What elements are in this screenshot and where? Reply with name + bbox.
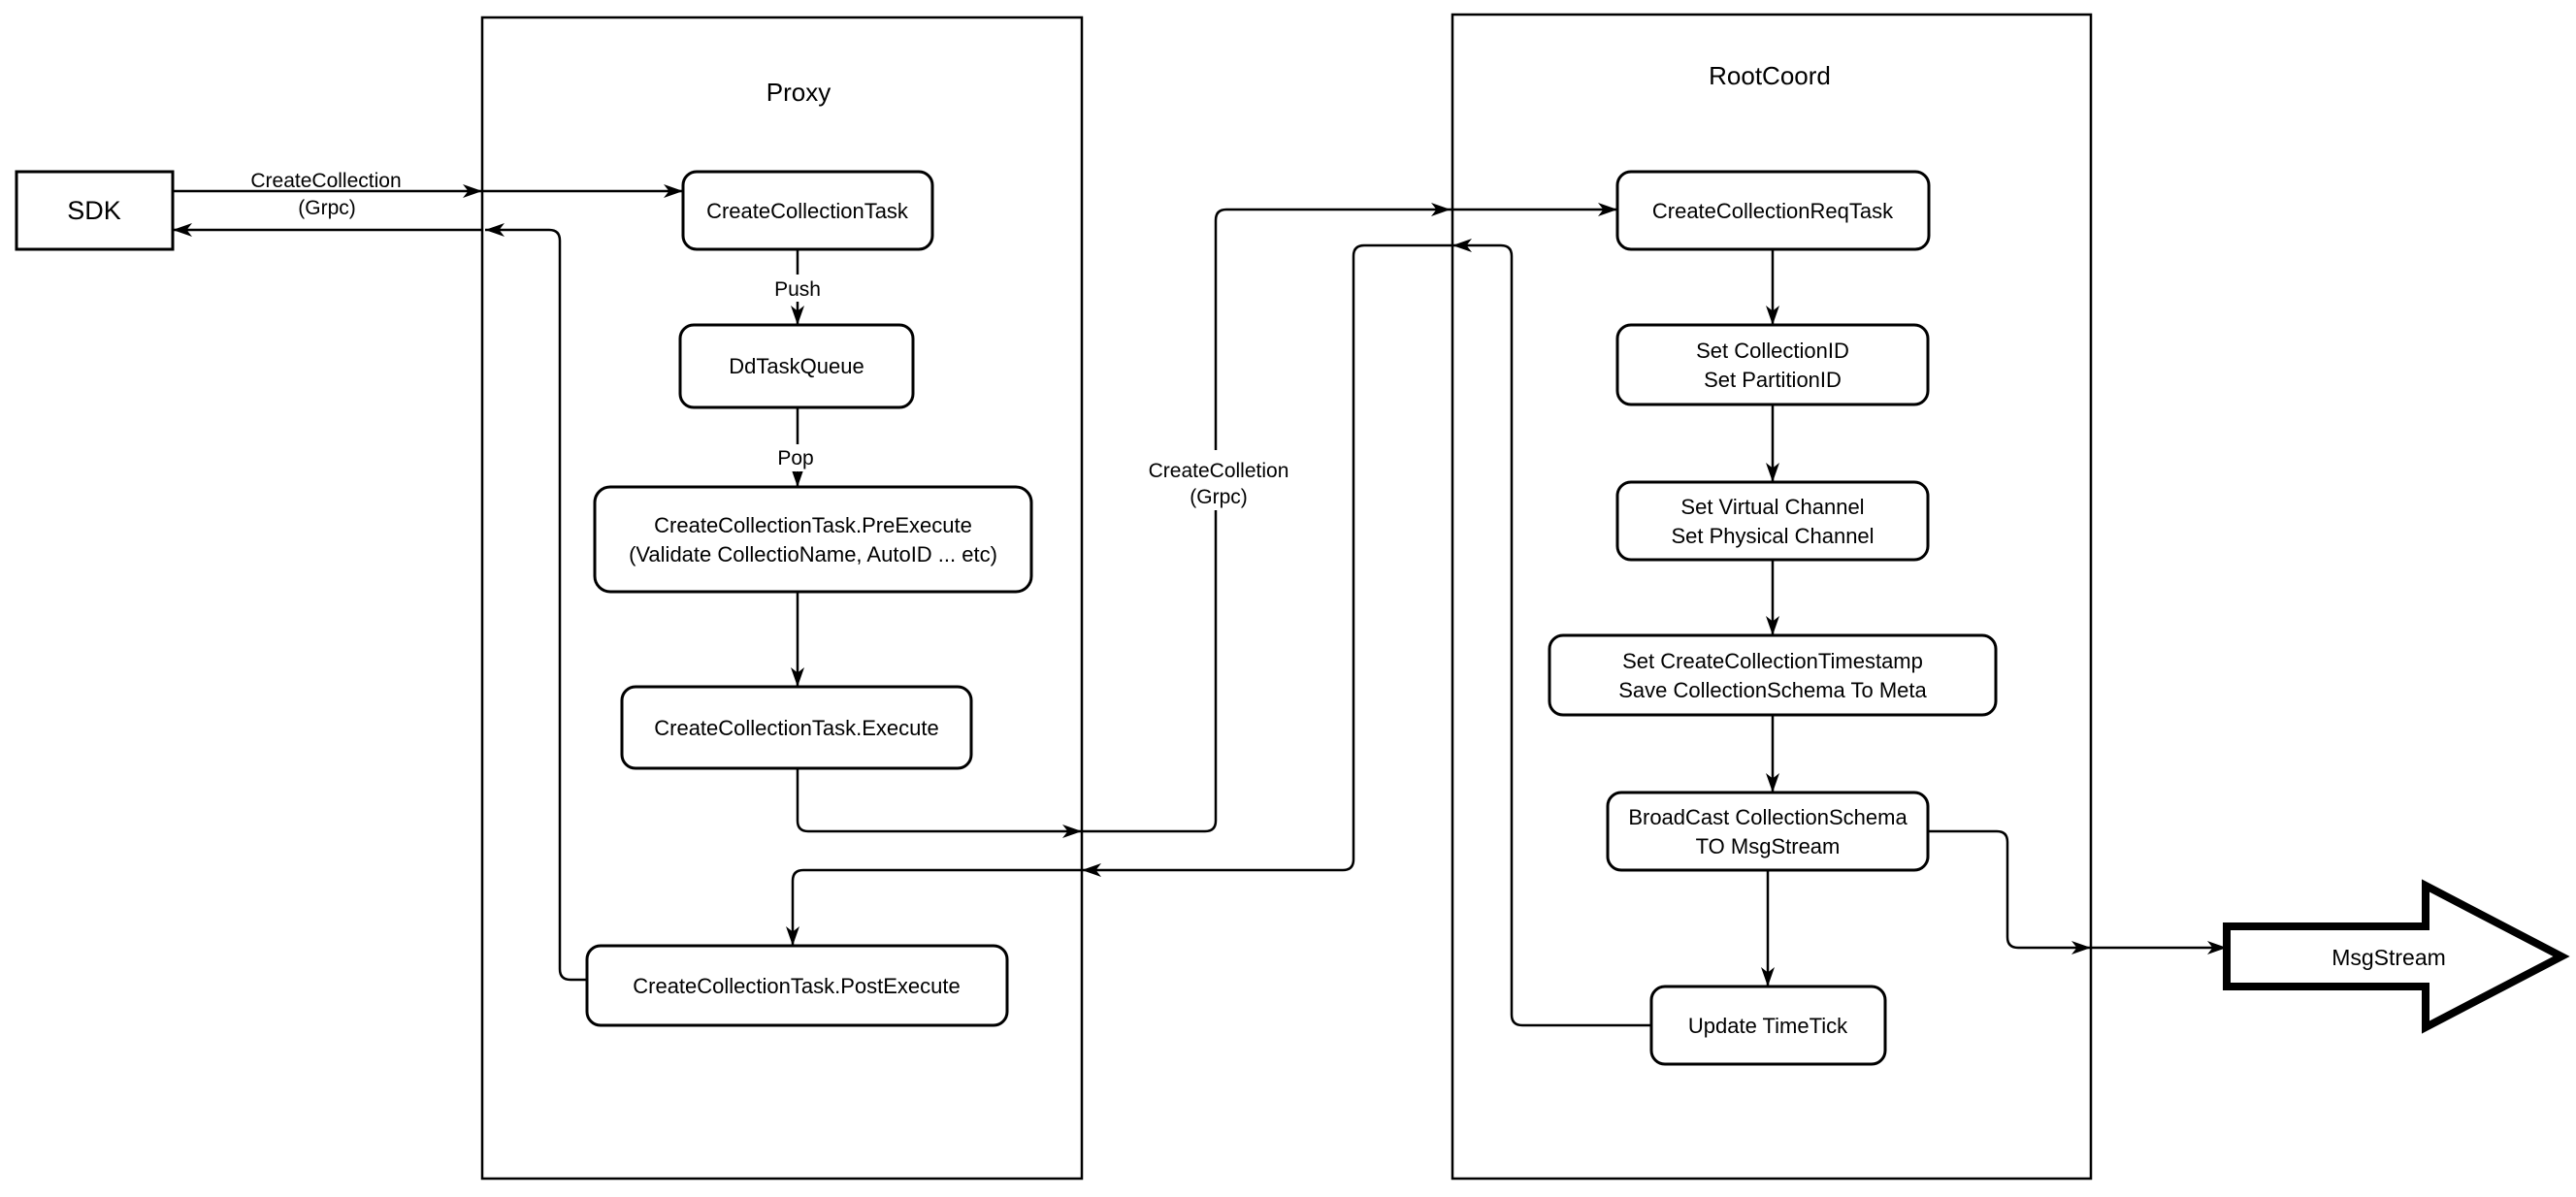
execute-box [620,685,973,770]
create-collection-task-node: CreateCollectionTask [681,170,934,251]
dd-task-queue-node: DdTaskQueue [678,323,915,409]
sdk-box [15,170,175,251]
edge-updatetimetick-to-rootcoord-border [1452,239,1651,1027]
pre-execute-box [593,485,1033,594]
edge-label-pop: Pop [777,447,813,469]
set-timestamp-label-line1: Set CreateCollectionTimestamp [1622,649,1923,673]
edge-proxy-border-to-postexecute [786,868,1082,946]
update-timetick-label: Update TimeTick [1688,1014,1848,1038]
pop-label-background [768,444,825,471]
rootcoord-container [1451,13,2093,1181]
set-timestamp-box [1548,633,1998,717]
set-ids-node: Set CollectionID Set PartitionID [1615,323,1930,406]
set-channels-box [1615,480,1930,562]
execute-node: CreateCollectionTask.Execute [620,685,973,770]
set-ids-label-line1: Set CollectionID [1696,339,1849,363]
post-execute-label: CreateCollectionTask.PostExecute [633,974,961,998]
pre-execute-label-line2: (Validate CollectioName, AutoID ... etc) [629,542,997,566]
broadcast-label-line1: BroadCast CollectionSchema [1628,805,1908,829]
proxy-container-title: Proxy [766,78,831,107]
msg-stream-arrow-shape [2223,879,2570,1034]
sdk-node: SDK [15,170,175,251]
pre-execute-node: CreateCollectionTask.PreExecute (Validat… [593,485,1033,594]
set-channels-label-line2: Set Physical Channel [1671,524,1874,548]
broadcast-label-line2: TO MsgStream [1696,834,1841,858]
pre-execute-label-line1: CreateCollectionTask.PreExecute [654,513,972,537]
create-collection-req-task-box [1615,170,1931,251]
set-channels-node: Set Virtual Channel Set Physical Channel [1615,480,1930,562]
edge-postexecute-to-proxy-border [485,223,587,982]
update-timetick-box [1649,985,1887,1066]
create-collection-req-task-label: CreateCollectionReqTask [1652,199,1894,223]
edge-label-create-collection-grpc-line2: (Grpc) [298,197,356,219]
edge-broadcast-to-rootcoord-border [1928,829,2091,954]
set-ids-box [1615,323,1930,406]
dd-task-queue-box [678,323,915,409]
edge-label-create-colletion-grpc-line2: (Grpc) [1190,486,1248,508]
post-execute-node: CreateCollectionTask.PostExecute [585,944,1009,1027]
edge-label-push: Push [774,278,821,301]
post-execute-box [585,944,1009,1027]
execute-label: CreateCollectionTask.Execute [654,716,938,740]
update-timetick-node: Update TimeTick [1649,985,1887,1066]
rootcoord-container-title: RootCoord [1709,61,1831,90]
proxy-container [480,16,1084,1181]
set-ids-label-line2: Set PartitionID [1704,368,1842,392]
edge-proxy-to-rootcoord-border [1082,203,1451,833]
broadcast-node: BroadCast CollectionSchema TO MsgStream [1606,791,1930,872]
edge-rootcoord-to-proxy-border [1082,243,1452,877]
broadcast-box [1606,791,1930,872]
set-timestamp-label-line2: Save CollectionSchema To Meta [1618,678,1927,702]
create-collection-req-task-node: CreateCollectionReqTask [1615,170,1931,251]
set-timestamp-node: Set CreateCollectionTimestamp Save Colle… [1548,633,1998,717]
sdk-label: SDK [67,196,121,225]
edge-execute-to-proxy-border [796,768,1082,838]
dd-task-queue-label: DdTaskQueue [729,354,864,378]
set-channels-label-line1: Set Virtual Channel [1680,495,1864,519]
create-collection-task-box [681,170,934,251]
create-collection-task-label: CreateCollectionTask [706,199,909,223]
msg-stream-label: MsgStream [2331,945,2446,970]
mid-grpc-label-background [1135,450,1302,510]
edge-label-create-collection-grpc-line1: CreateCollection [250,170,401,192]
msg-stream-node: MsgStream [2223,879,2570,1034]
push-label-background [766,275,829,302]
edge-label-create-colletion-grpc-line1: CreateColletion [1149,460,1289,482]
